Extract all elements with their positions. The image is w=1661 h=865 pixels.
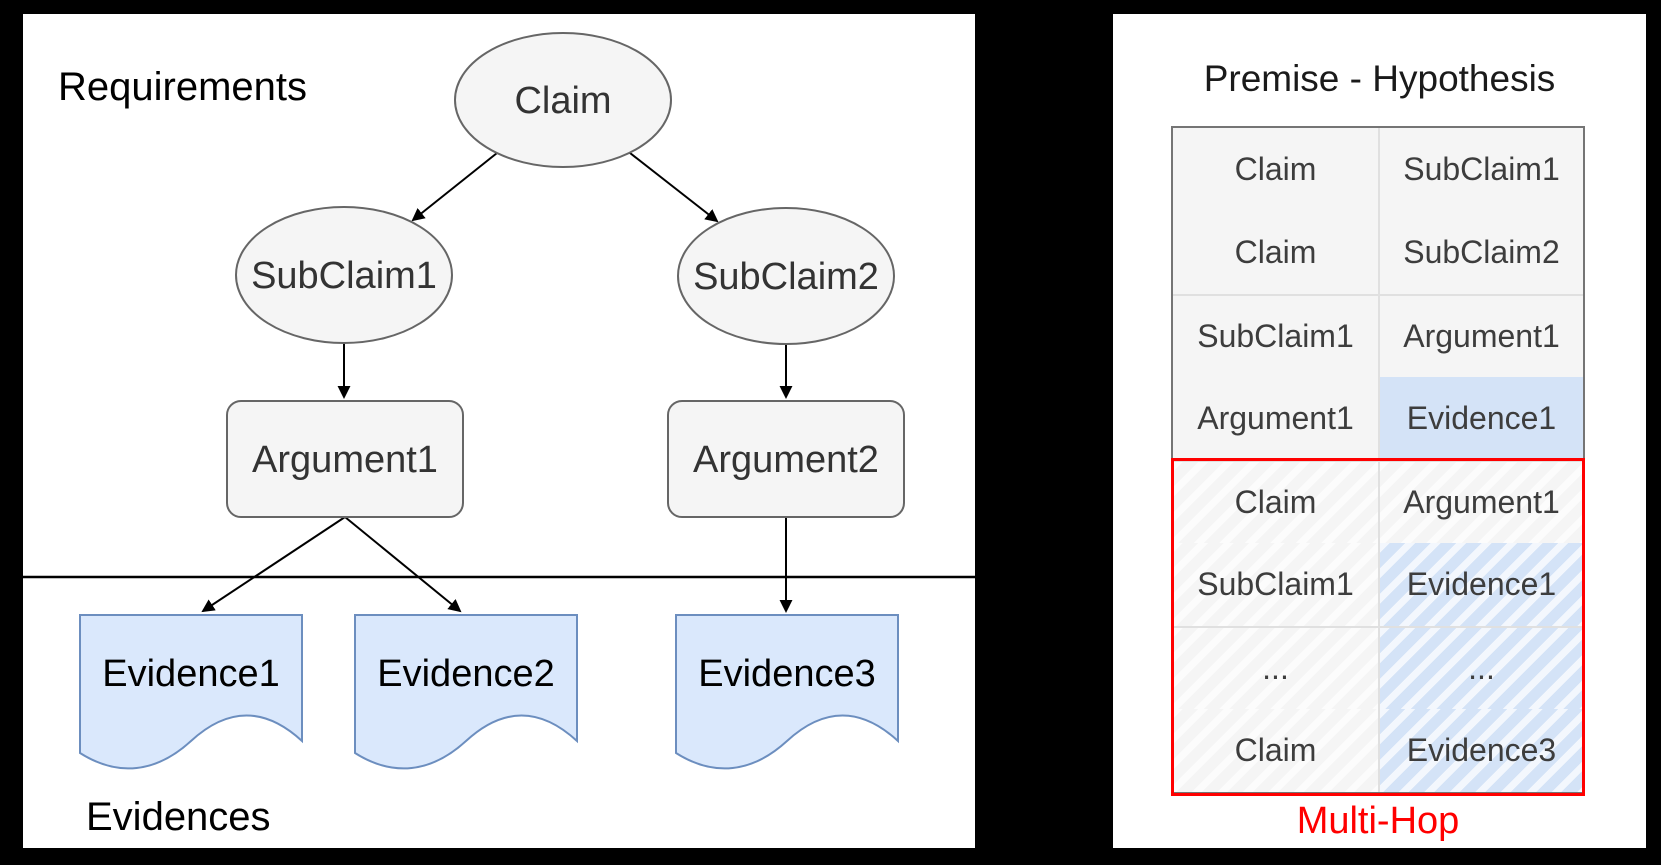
requirements-title: Requirements: [58, 65, 307, 109]
cell-r2-premise: Claim: [1173, 211, 1378, 294]
node-evidence3: Evidence3: [675, 614, 899, 770]
node-evidence2: Evidence2: [354, 614, 578, 770]
node-evidence1-label: Evidence1: [102, 653, 279, 695]
cell-r8-hypothesis: Evidence3: [1378, 709, 1583, 792]
node-evidence3-label: Evidence3: [698, 653, 875, 695]
cell-r7-hypothesis: ...: [1378, 626, 1583, 709]
node-evidence1: Evidence1: [79, 614, 303, 770]
cell-r1-premise: Claim: [1173, 128, 1378, 211]
cell-r5-hypothesis: Argument1: [1378, 460, 1583, 543]
requirements-diagram: Requirements Evidences Claim SubClaim1 S…: [23, 32, 975, 839]
node-claim: Claim: [454, 32, 672, 168]
cell-r6-premise: SubClaim1: [1173, 543, 1378, 626]
premise-hypothesis-title: Premise - Hypothesis: [1203, 58, 1556, 99]
requirements-panel: Requirements Evidences Claim SubClaim1 S…: [23, 14, 975, 848]
node-subclaim1: SubClaim1: [235, 206, 453, 344]
premise-hypothesis-table: Claim SubClaim1 Claim SubClaim2 SubClaim…: [1171, 126, 1585, 796]
node-argument2-label: Argument2: [693, 439, 879, 481]
node-claim-label: Claim: [514, 80, 611, 122]
cell-r1-hypothesis: SubClaim1: [1378, 128, 1583, 211]
node-argument1-label: Argument1: [252, 439, 438, 481]
premise-hypothesis-panel: Premise - Hypothesis Claim SubClaim1 Cla…: [1113, 14, 1646, 848]
node-subclaim1-label: SubClaim1: [251, 255, 437, 297]
cell-r5-premise: Claim: [1173, 460, 1378, 543]
edge-argument1-evidence2: [344, 516, 462, 613]
edge-claim-subclaim2: [629, 152, 719, 223]
evidences-label: Evidences: [86, 795, 271, 839]
cell-r3-hypothesis: Argument1: [1378, 294, 1583, 377]
node-argument2: Argument2: [667, 400, 905, 518]
node-subclaim2: SubClaim2: [677, 207, 895, 345]
cell-r2-hypothesis: SubClaim2: [1378, 211, 1583, 294]
edge-claim-subclaim1: [411, 152, 498, 222]
edge-argument1-evidence1: [201, 516, 346, 613]
node-argument1: Argument1: [226, 400, 464, 518]
cell-r3-premise: SubClaim1: [1173, 294, 1378, 377]
cell-r8-premise: Claim: [1173, 709, 1378, 792]
node-subclaim2-label: SubClaim2: [693, 256, 879, 298]
diagram-edges: [201, 152, 793, 613]
cell-r4-hypothesis: Evidence1: [1378, 377, 1583, 460]
node-evidence2-label: Evidence2: [377, 653, 554, 695]
cell-r6-hypothesis: Evidence1: [1378, 543, 1583, 626]
cell-r7-premise: ...: [1173, 626, 1378, 709]
multi-hop-label: Multi-Hop: [1296, 800, 1460, 842]
cell-r4-premise: Argument1: [1173, 377, 1378, 460]
